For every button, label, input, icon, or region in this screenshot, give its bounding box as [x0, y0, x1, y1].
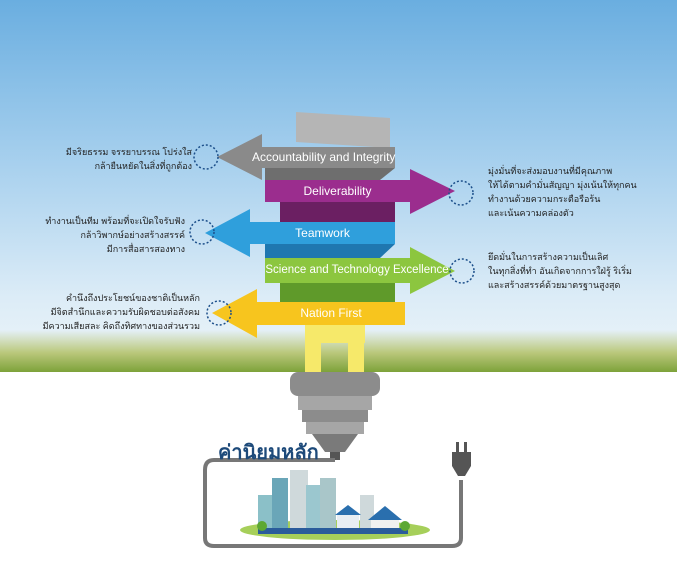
- arrow-teamwork: [205, 209, 395, 257]
- bullet-circle: [189, 219, 215, 245]
- description-line: และสร้างสรรค์ด้วยมาตรฐานสูงสุด: [488, 280, 621, 290]
- description-line: กล้ายืนหยัดในสิ่งที่ถูกต้อง: [94, 161, 192, 171]
- value-label-science: Science and Technology Excellence: [265, 264, 449, 276]
- arrow-accountability: [217, 134, 395, 180]
- arrow-science: [265, 247, 455, 294]
- value-label-accountability: Accountability and Integrity: [252, 150, 396, 164]
- description-line: มีความเสียสละ คิดถึงทิศทางของส่วนรวม: [42, 321, 200, 331]
- plug-icon: [452, 442, 471, 476]
- green-city-illustration: [240, 470, 430, 540]
- description-line: มุ่งมั่นที่จะส่งมอบงานที่มีคุณภาพ: [488, 166, 613, 176]
- description-teamwork: ทำงานเป็นทีม พร้อมที่จะเปิดใจรับฟัง กล้า…: [45, 214, 185, 256]
- description-line: ทำงานด้วยความกระตือรือร้น: [488, 194, 601, 204]
- arrow-nation-first: [212, 289, 405, 338]
- bullet-circle: [448, 180, 474, 206]
- top-ribbon: [296, 112, 390, 148]
- bullet-circle: [206, 300, 232, 326]
- bullet-circle: [449, 258, 475, 284]
- bulb-base: [290, 372, 380, 460]
- description-line: ยึดมั่นในการสร้างความเป็นเลิศ: [488, 252, 609, 262]
- value-label-teamwork: Teamwork: [295, 226, 350, 240]
- value-label-deliverability: Deliverability: [303, 184, 372, 198]
- description-line: กล้าวิพากษ์อย่างสร้างสรรค์: [80, 230, 185, 240]
- value-label-nation-first: Nation First: [300, 306, 362, 320]
- bullet-circle: [193, 144, 219, 170]
- description-line: และเน้นความคล่องตัว: [488, 208, 574, 218]
- power-cord: [203, 458, 463, 548]
- description-line: มีการสื่อสารสองทาง: [106, 244, 185, 254]
- description-line: คำนึงถึงประโยชน์ของชาติเป็นหลัก: [65, 293, 200, 303]
- description-line: ให้ได้ตามคำมั่นสัญญา มุ่งเน้นให้ทุกคน: [488, 180, 637, 190]
- description-line: ทำงานเป็นทีม พร้อมที่จะเปิดใจรับฟัง: [45, 216, 185, 226]
- description-line: มีจิตสำนึกและความรับผิดชอบต่อสังคม: [50, 307, 200, 317]
- description-line: มีจริยธรรม จรรยาบรรณ โปร่งใส: [65, 147, 192, 157]
- description-accountability: มีจริยธรรม จรรยาบรรณ โปร่งใส กล้ายืนหยัด…: [66, 145, 192, 173]
- core-values-title: ค่านิยมหลัก: [218, 442, 319, 464]
- description-science: ยึดมั่นในการสร้างความเป็นเลิศ ในทุกสิ่งท…: [488, 250, 632, 292]
- description-deliverability: มุ่งมั่นที่จะส่งมอบงานที่มีคุณภาพ ให้ได้…: [488, 164, 637, 220]
- description-line: ในทุกสิ่งที่ทำ อันเกิดจากการใฝ่รู้ ริเริ…: [488, 266, 632, 276]
- arrow-deliverability: [265, 169, 455, 214]
- description-nation-first: คำนึงถึงประโยชน์ของชาติเป็นหลัก มีจิตสำน…: [43, 291, 200, 333]
